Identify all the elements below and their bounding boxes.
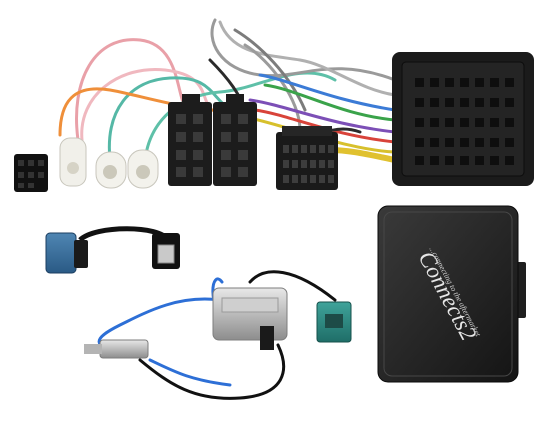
brand-logo: Connects2 ...connecting to the aftermark… [384, 215, 514, 375]
fakra-usb-cable [45, 226, 180, 274]
antenna-adapter [84, 270, 352, 400]
small-black-connector [14, 154, 48, 192]
iso-connectors [168, 94, 257, 186]
white-fuse-plugs [59, 137, 159, 189]
interface-module [377, 205, 526, 383]
wiring-harness [14, 18, 534, 192]
vehicle-connector [392, 52, 534, 186]
multi-pin-connector [276, 126, 338, 190]
